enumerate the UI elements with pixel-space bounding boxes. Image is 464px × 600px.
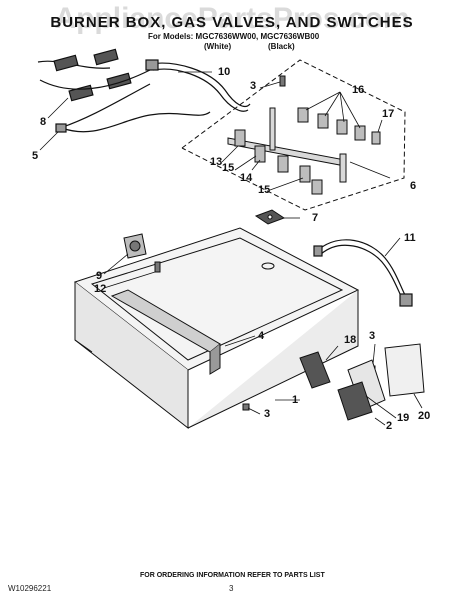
models-line: For Models: MGC7636WW00, MGC7636WB00 <box>148 32 320 41</box>
watermark: AppliancePartsPros.com <box>54 2 410 35</box>
document-id: W10296221 <box>8 584 52 593</box>
gas-manifold <box>227 107 347 183</box>
callout-14: 14 <box>240 172 253 184</box>
callout-19: 19 <box>397 412 410 424</box>
callout-17: 17 <box>382 108 395 120</box>
manifold-dashed-box <box>181 59 406 211</box>
callout-10: 10 <box>218 66 231 78</box>
ordering-note: FOR ORDERING INFORMATION REFER TO PARTS … <box>140 572 325 579</box>
callout-15-bottom: 15 <box>258 184 271 196</box>
callout-15-left: 15 <box>222 162 235 174</box>
callout-3-top: 3 <box>250 80 257 92</box>
callout-1: 1 <box>292 394 299 406</box>
callout-2: 2 <box>386 420 393 432</box>
callout-6: 6 <box>410 180 417 192</box>
callout-7: 7 <box>312 212 319 224</box>
callout-3-right: 3 <box>369 330 376 342</box>
callout-3-bottom: 3 <box>264 408 271 420</box>
small-parts <box>299 343 425 421</box>
regulator-part-9 <box>123 233 161 273</box>
gas-valves <box>234 107 381 195</box>
callout-16: 16 <box>352 84 365 96</box>
color-black-label: (Black) <box>268 42 295 51</box>
page-number: 3 <box>229 584 234 593</box>
callout-20: 20 <box>418 410 431 422</box>
callout-13: 13 <box>210 156 223 168</box>
callout-9: 9 <box>96 270 103 282</box>
callout-4: 4 <box>258 330 265 342</box>
callout-18: 18 <box>344 334 357 346</box>
wire-harness <box>37 48 151 129</box>
tube-part-11 <box>313 239 413 307</box>
gas-tubes <box>55 59 251 133</box>
callout-11: 11 <box>404 232 416 244</box>
bracket-part-4 <box>110 289 221 375</box>
diagram-title: BURNER BOX, GAS VALVES, AND SWITCHES <box>50 14 414 31</box>
burner-box-tray <box>73 227 360 430</box>
callout-5: 5 <box>32 150 39 162</box>
callout-12: 12 <box>94 283 107 295</box>
plate-part-7 <box>254 209 286 225</box>
color-white-label: (White) <box>204 42 232 51</box>
leader-lines <box>39 71 423 426</box>
callout-8: 8 <box>40 116 47 128</box>
